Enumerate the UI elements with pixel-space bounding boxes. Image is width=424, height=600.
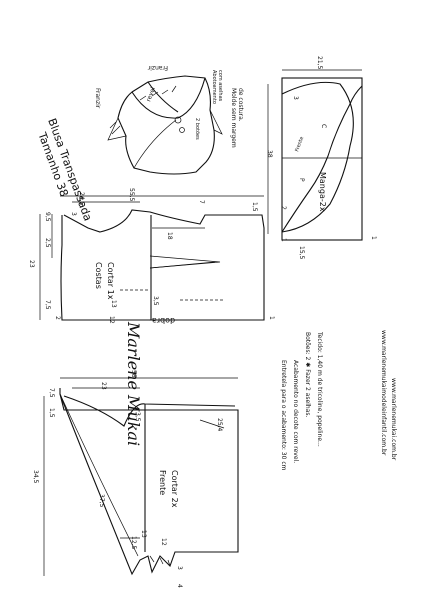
- costas-m-24-5: 24,5: [78, 192, 85, 206]
- signature: Marlene Mukai: [124, 321, 143, 446]
- manga-c: C: [320, 124, 327, 128]
- manga-m-3: 3: [292, 96, 299, 100]
- molde-note: Molde sem margemde costura.: [230, 88, 244, 148]
- costas-m-1: 1: [268, 316, 275, 320]
- title-block: Blusa Transpassada Tamanho 38: [35, 117, 94, 223]
- costas-m-12: 12: [108, 316, 115, 324]
- frente-m-23: 23: [100, 382, 107, 390]
- manga-m-2: 2: [280, 206, 287, 210]
- frente-m-25-4: 25,4: [216, 418, 223, 432]
- costas-m-2-5: 2,5: [44, 238, 51, 248]
- frente-m-4: 4: [176, 584, 183, 588]
- manga-pattern: [267, 69, 363, 241]
- costas-pattern: [39, 195, 265, 321]
- costas-m-13: 13: [110, 300, 117, 308]
- note-tecido: Tecido: 1,40 m de tricoline, popeline...: [316, 331, 323, 447]
- frente-label-line1: Frente: [158, 470, 167, 495]
- manga-m-1: 1: [280, 238, 287, 242]
- costas-m-7-5: 7,5: [44, 300, 51, 310]
- url-site1[interactable]: www.marlenemukai.com.br: [390, 378, 397, 461]
- costas-label-line1: Costas: [94, 262, 103, 289]
- frente-m-37-5: 37,5: [98, 494, 105, 508]
- costas-dobra: -dobra-: [149, 316, 178, 325]
- manga-m-1b: 1: [370, 236, 377, 240]
- manga-m-15-5: 15,5: [298, 246, 305, 260]
- url-site2[interactable]: www.marlenemukaimodeleinfantil.com.br: [380, 330, 387, 456]
- franzir-side-label: Franzir: [94, 88, 101, 109]
- costas-m-55-5: 55,5: [128, 188, 135, 202]
- manga-label: Manga-2x: [318, 172, 327, 212]
- blouse-illustration: [107, 75, 223, 175]
- note-botoes: Botões: 2 ✱ Fazer 2 aselhas.: [304, 332, 311, 417]
- costas-m-3-5: 3,5: [152, 296, 159, 306]
- revel-label: revel: [145, 86, 157, 103]
- frente-m-1-5: 1,5: [48, 408, 55, 418]
- costas-m-18: 18: [166, 232, 173, 240]
- frente-m-34-5: 34,5: [32, 470, 39, 484]
- costas-m-7: 7: [198, 200, 205, 204]
- costas-m-2: 2: [54, 316, 61, 320]
- abotoamento-label: Abotoamentocom aselhas: [211, 70, 223, 104]
- frente-m-7-5: 7,5: [48, 388, 55, 398]
- costas-m-1-5: 1,5: [251, 202, 258, 212]
- frente-m-12-5: 12,5: [130, 536, 137, 550]
- frente-label-line2: Cortar 2x: [170, 470, 179, 508]
- website-urls: www.marlenemukai.com.br www.marlenemukai…: [380, 330, 397, 461]
- botoes-label: 2 botões: [194, 118, 200, 140]
- costas-label-line2: Cortar 1x: [106, 262, 115, 300]
- manga-p: P: [298, 178, 305, 182]
- sewing-notes: Tecido: 1,40 m de tricoline, popeline...…: [280, 331, 323, 471]
- manga-m-38: 38: [266, 150, 273, 158]
- frente-m-13: 13: [140, 530, 147, 538]
- note-entretela: Entretela para o acabamento: 30 cm: [280, 360, 287, 471]
- frente-pattern: [43, 377, 239, 576]
- manga-frente: Frente: [294, 136, 305, 153]
- frente-m-12: 12: [160, 538, 167, 546]
- costas-m-3: 3: [70, 212, 77, 216]
- manga-m-21-5: 21,5: [316, 56, 323, 70]
- frente-m-3-5: 3,5: [134, 412, 141, 422]
- costas-m-9-5: 9,5: [44, 212, 51, 222]
- frente-m-58: 58: [130, 370, 137, 378]
- costas-m-23: 23: [28, 260, 35, 268]
- frente-m-3: 3: [176, 566, 183, 570]
- note-acabamento: Acabamento no decote com revel.: [292, 360, 299, 463]
- franzir-top-label: Franzir: [147, 64, 168, 71]
